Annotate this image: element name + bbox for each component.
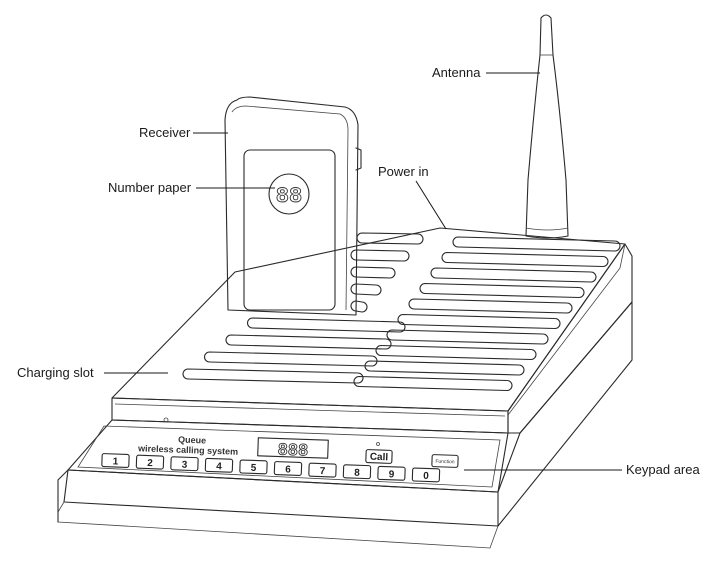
- keypad-key-5[interactable]: 5: [239, 459, 268, 475]
- keypad-key-frame: [377, 465, 406, 481]
- main-display: [257, 437, 329, 459]
- charging-slot: [350, 283, 382, 296]
- charging-slots-left: [182, 232, 424, 384]
- keypad-key-frame: [170, 456, 199, 472]
- charging-slot: [247, 317, 406, 333]
- keypad-key-label: 1: [112, 456, 118, 467]
- base-unit: [57, 227, 633, 549]
- keypad-key-frame: [411, 467, 441, 483]
- keypad-key-label: 3: [181, 460, 187, 471]
- base-front-face: [111, 397, 509, 434]
- brand-name: Queue: [178, 435, 206, 446]
- keypad-key-7[interactable]: 7: [308, 462, 337, 478]
- display-digits: 888: [277, 441, 308, 461]
- keypad-key-6[interactable]: 6: [273, 461, 303, 476]
- charging-slot: [353, 375, 513, 392]
- receiver-pager[interactable]: 88: [224, 96, 362, 316]
- number-display-circle: [268, 173, 310, 215]
- keypad-key-frame: [273, 461, 303, 476]
- charging-slot: [452, 236, 621, 252]
- keypad-key-label: 9: [388, 469, 394, 480]
- keypad-key-frame: [204, 457, 234, 473]
- label-power-in: Power in: [378, 164, 429, 179]
- keypad-key-label: 4: [216, 461, 222, 472]
- keypad-key-label: 8: [354, 468, 360, 479]
- charging-slot: [350, 249, 410, 262]
- antenna-assembly: [525, 14, 569, 239]
- callouts: Antenna Receiver Number paper Power in C…: [17, 65, 700, 477]
- charging-slot: [408, 298, 573, 314]
- receiver-number: 88: [276, 184, 302, 209]
- keypad-key-3[interactable]: 3: [170, 456, 199, 472]
- label-antenna: Antenna: [432, 65, 481, 80]
- charging-slot: [356, 232, 424, 245]
- keypad-key-frame: [308, 462, 337, 478]
- base-right-side: [507, 243, 633, 434]
- number-paper-window: [243, 149, 336, 311]
- charging-slot: [364, 360, 525, 376]
- keypad-key-4[interactable]: 4: [204, 457, 234, 473]
- charging-slot: [419, 282, 585, 299]
- label-keypad-area: Keypad area: [626, 462, 700, 477]
- keypad: 1 2 3 4 5 6 7 8 9 0: [101, 453, 441, 483]
- keypad-key-label: 0: [423, 471, 429, 482]
- keypad-key-8[interactable]: 8: [342, 464, 372, 480]
- charging-slot: [430, 267, 597, 283]
- keypad-key-label: 7: [319, 466, 325, 477]
- brand-subtitle: wireless calling system: [137, 443, 238, 457]
- function-button-label: Function: [435, 459, 455, 466]
- label-charging-slot: Charging slot: [17, 365, 94, 380]
- control-panel: Queue wireless calling system 888 Call F…: [137, 417, 459, 468]
- label-receiver: Receiver: [139, 125, 191, 140]
- keypad-key-label: 2: [147, 458, 153, 469]
- keypad-key-frame: [239, 459, 268, 475]
- charging-slots-right: [353, 236, 621, 392]
- keypad-key-9[interactable]: 9: [377, 465, 406, 481]
- charging-slot: [182, 368, 364, 384]
- keypad-key-label: 5: [250, 463, 256, 474]
- keypad-key-frame: [135, 454, 165, 470]
- charging-slot: [375, 344, 537, 361]
- call-button[interactable]: [365, 449, 393, 464]
- charging-slot: [225, 334, 392, 350]
- function-button[interactable]: [431, 454, 459, 468]
- keypad-key-2[interactable]: 2: [135, 454, 165, 470]
- antenna: [525, 14, 569, 239]
- keypad-key-0[interactable]: 0: [411, 467, 441, 483]
- charging-slot: [386, 329, 549, 345]
- charging-slot: [350, 266, 396, 279]
- charging-slot: [397, 313, 561, 330]
- charging-slot: [441, 251, 609, 268]
- keypad-key-1[interactable]: 1: [101, 453, 130, 468]
- label-number-paper: Number paper: [108, 180, 192, 195]
- receiver-body: [224, 96, 359, 316]
- charging-slot: [350, 300, 368, 313]
- keypad-key-frame: [101, 453, 130, 468]
- charging-slot: [204, 351, 378, 367]
- call-button-label: Call: [370, 452, 389, 464]
- keypad-key-label: 6: [285, 464, 291, 475]
- base-plinth: [63, 469, 499, 527]
- keypad-key-frame: [342, 464, 372, 480]
